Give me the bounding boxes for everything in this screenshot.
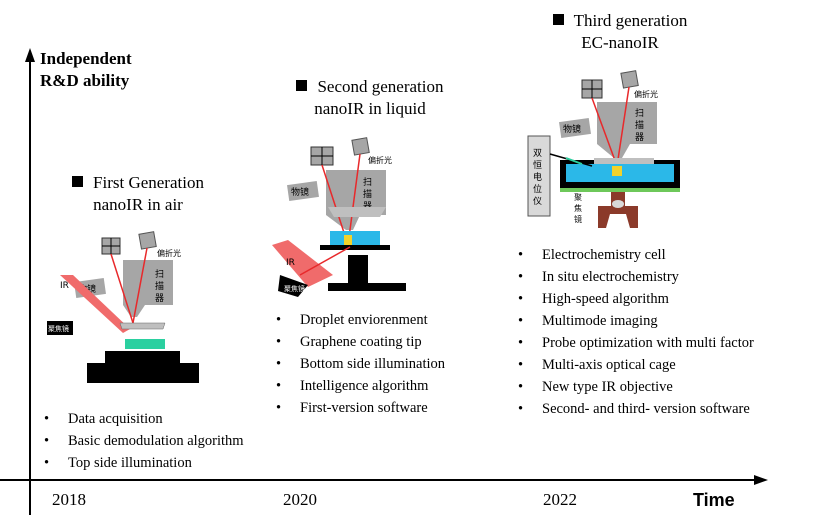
svg-text:镜: 镜 <box>574 214 582 224</box>
feature-item: Multi-axis optical cage <box>516 354 754 376</box>
svg-text:扫: 扫 <box>155 268 164 280</box>
feature-item: Data acquisition <box>42 408 244 430</box>
svg-text:焦: 焦 <box>574 203 582 213</box>
gen2-title: Second generation nanoIR in liquid <box>270 76 470 120</box>
bullet-square-icon <box>552 14 564 25</box>
svg-text:器: 器 <box>635 132 644 143</box>
svg-text:描: 描 <box>155 280 164 292</box>
gen1-title: First Generation nanoIR in air <box>48 172 228 216</box>
feature-item: Bottom side illumination <box>274 353 445 375</box>
x-axis-label: Time <box>693 490 735 510</box>
feature-item: Droplet enviorenment <box>274 309 445 331</box>
year-2022: 2022 <box>543 490 577 509</box>
feature-item: First-version software <box>274 397 445 419</box>
svg-text:IR: IR <box>286 258 295 268</box>
bullet-square-icon <box>296 80 308 91</box>
svg-text:扫: 扫 <box>363 176 372 188</box>
svg-text:双: 双 <box>533 148 542 159</box>
feature-item: Electrochemistry cell <box>516 244 754 266</box>
gen1-diagram: 偏折光 扫 描 器 物镜 IR 聚焦镜 <box>47 231 199 383</box>
feature-item: Basic demodulation algorithm <box>42 430 244 452</box>
polarizer-label: 偏折光 <box>634 89 658 99</box>
feature-item: In situ electrochemistry <box>516 266 754 288</box>
feature-item: Multimode imaging <box>516 310 754 332</box>
svg-text:电: 电 <box>533 171 542 183</box>
year-2018: 2018 <box>52 490 86 509</box>
focus-lens-label: 聚焦镜 <box>48 324 69 333</box>
svg-text:IR: IR <box>60 281 69 291</box>
feature-item: Graphene coating tip <box>274 331 445 353</box>
objective-label: 物镜 <box>563 123 581 135</box>
svg-text:恒: 恒 <box>533 159 542 171</box>
svg-text:描: 描 <box>635 119 644 131</box>
polarizer-label: 偏折光 <box>157 248 181 258</box>
gen1-features: Data acquisition Basic demodulation algo… <box>42 408 244 474</box>
svg-text:仪: 仪 <box>533 196 542 207</box>
svg-text:描: 描 <box>363 188 372 200</box>
feature-item: New type IR objective <box>516 376 754 398</box>
feature-item: Intelligence algorithm <box>274 375 445 397</box>
svg-text:聚: 聚 <box>574 193 582 202</box>
svg-text:器: 器 <box>363 201 372 212</box>
svg-text:扫: 扫 <box>635 107 644 119</box>
gen3-title: Third generation EC-nanoIR <box>520 10 720 54</box>
gen3-diagram: 偏折光 扫 描 器 物镜 双 恒 电 位 仪 聚 焦 镜 <box>527 70 680 228</box>
feature-item: Top side illumination <box>42 452 244 474</box>
svg-text:位: 位 <box>533 183 542 195</box>
y-axis-label: Independent R&D ability <box>40 49 132 90</box>
focus-lens-label: 聚焦镜 <box>284 284 305 293</box>
polarizer-label: 偏折光 <box>368 155 392 165</box>
gen2-diagram: 偏折光 扫 描 器 物镜 IR 聚焦镜 <box>272 137 406 297</box>
feature-item: Probe optimization with multi factor <box>516 332 754 354</box>
gen3-features: Electrochemistry cell In situ electroche… <box>516 244 754 420</box>
year-2020: 2020 <box>283 490 317 509</box>
gen2-features: Droplet enviorenment Graphene coating ti… <box>274 309 445 419</box>
bullet-square-icon <box>72 176 84 187</box>
objective-label: 物镜 <box>291 186 309 198</box>
svg-text:器: 器 <box>155 293 164 304</box>
feature-item: Second- and third- version software <box>516 398 754 420</box>
feature-item: High-speed algorithm <box>516 288 754 310</box>
